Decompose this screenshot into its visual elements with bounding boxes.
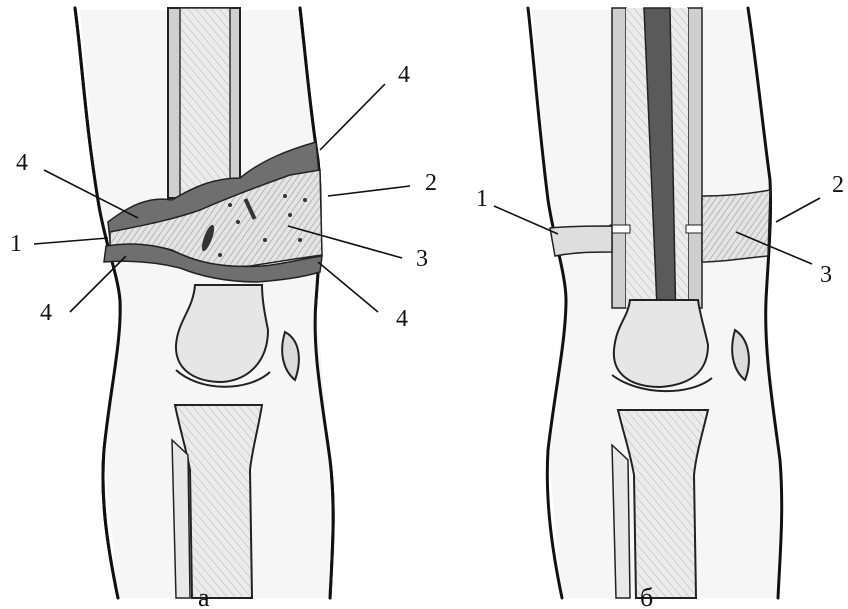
panel-b: 1 2 3 б [476,8,844,609]
callout-a-4-bottom-right: 4 [396,306,408,332]
callout-a-4-bottom-left: 4 [40,300,52,326]
fibula-b [612,445,630,598]
panel-a: 4 4 1 4 2 3 4 а [10,8,437,609]
tumor-zone-b [702,190,770,262]
callout-a-4-top-right: 4 [398,62,410,88]
fibula-a [172,440,190,598]
graft-band-left-b [550,226,612,256]
callout-b-2: 2 [832,172,844,198]
femur-cortex-left-b [612,8,626,308]
callout-a-1: 1 [10,231,22,257]
cortex-gap-left-b [610,225,630,233]
caption-a: а [198,583,210,609]
femoral-condyle-b [614,300,708,387]
femur-cortex-right-b [688,8,702,308]
callout-b-1: 1 [476,186,488,212]
callout-b-3: 3 [820,262,832,288]
callout-a-4-left: 4 [16,150,28,176]
femur-marrow-a [180,8,230,198]
callout-a-3: 3 [416,246,428,272]
caption-b: б [640,583,653,609]
callout-a-2: 2 [425,170,437,196]
